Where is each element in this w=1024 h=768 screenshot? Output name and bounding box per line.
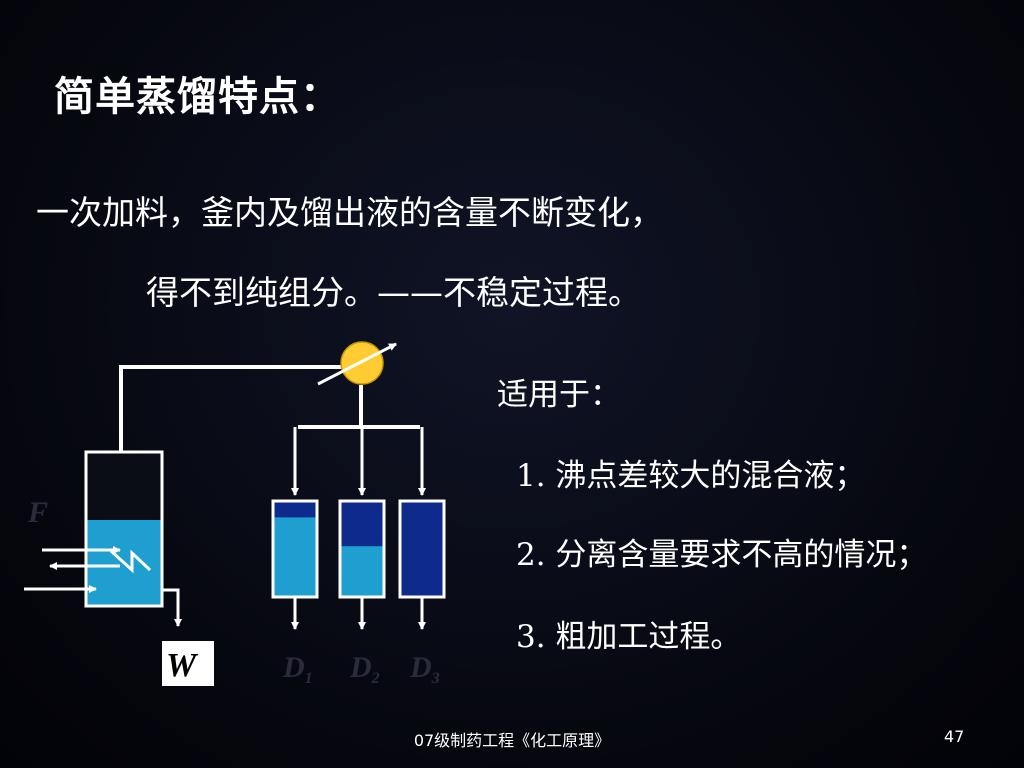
receiver-label: D3	[409, 651, 440, 687]
still-vessel	[84, 450, 164, 608]
applies-item-1: 1. 沸点差较大的混合液；	[516, 458, 866, 494]
receiver-1: D1	[271, 427, 319, 687]
applies-item-2: 2. 分离含量要求不高的情况；	[516, 537, 928, 573]
feature-line-1: 一次加料，釜内及馏出液的含量不断变化，	[36, 193, 663, 232]
slide-title: 简单蒸馏特点：	[54, 74, 341, 120]
residue-label-box	[162, 641, 214, 686]
residue-label: W	[166, 647, 199, 684]
receiver-label: D1	[282, 651, 313, 687]
feed-arrows	[24, 546, 121, 593]
receiver-2: D2	[338, 427, 386, 687]
feed-label: F	[27, 496, 48, 529]
heating-coil-icon	[109, 549, 152, 574]
condenser-valve-arrow	[317, 342, 397, 386]
applies-heading: 适用于：	[497, 377, 621, 413]
applies-item-3: 3. 粗加工过程。	[516, 619, 742, 655]
receiver-liquid-level	[341, 546, 383, 596]
receiver-3: D3	[398, 427, 446, 687]
feature-line-2: 得不到纯组分。——不稳定过程。	[146, 273, 641, 312]
receivers-group: D1 D2 D3	[271, 427, 446, 687]
residue-outlet-pipe	[162, 588, 182, 627]
page-number: 47	[944, 727, 965, 746]
receiver-liquid-level	[274, 517, 316, 596]
footer-text: 07级制药工程《化工原理》	[413, 731, 611, 750]
vapour-pipe	[119, 365, 420, 452]
receiver-vessel	[398, 499, 446, 599]
receiver-label: D2	[349, 651, 380, 687]
